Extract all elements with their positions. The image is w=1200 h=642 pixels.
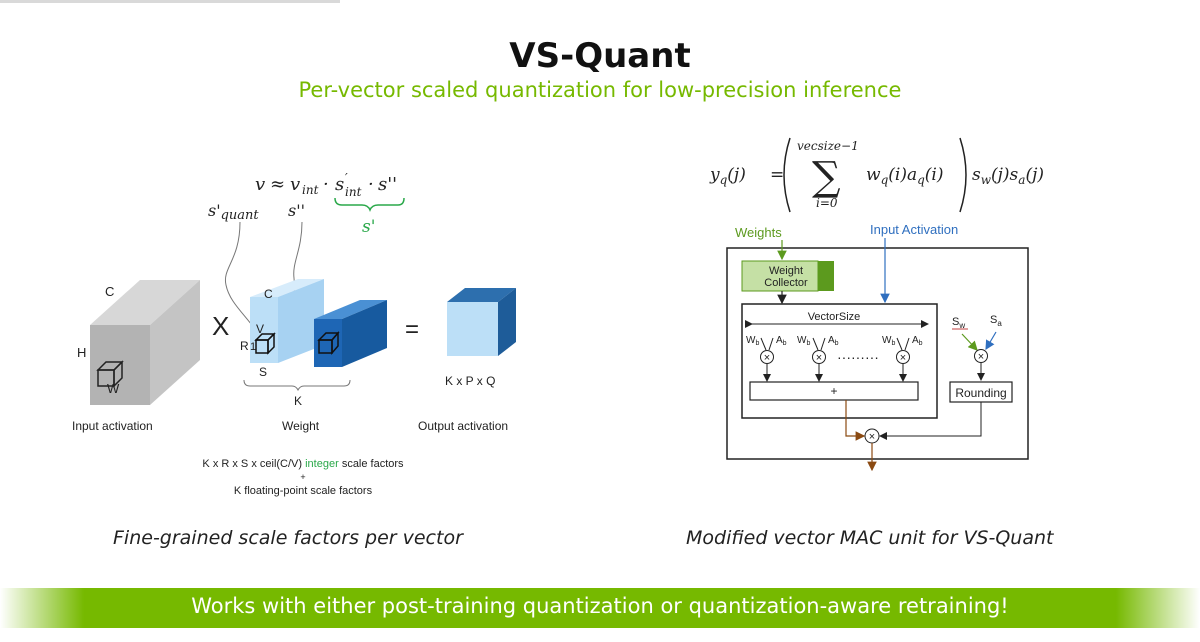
- svg-text:Ab: Ab: [828, 335, 839, 347]
- mac-lane-2: Wb Ab ×: [797, 335, 839, 382]
- formula-v: v: [255, 174, 265, 195]
- weight-c-label: C: [264, 287, 273, 301]
- sa-label: Sa: [990, 314, 1002, 328]
- top-edge-line: [0, 0, 340, 3]
- eq-lower: i=0: [816, 196, 838, 210]
- s-prime-label: s': [362, 217, 375, 237]
- input-activation-label: Input Activation: [870, 222, 958, 237]
- weight-tensor-light: [250, 279, 324, 363]
- mac-equation: yq(j) = vecsize−1 ∑ i=0 wq(i)aq(i) sw(j)…: [709, 137, 1044, 213]
- eq-upper: vecsize−1: [797, 139, 859, 153]
- svg-text:Wb: Wb: [882, 335, 895, 347]
- mac-unit-outer-box: [726, 247, 1029, 460]
- factors-plus: +: [300, 472, 305, 482]
- weight-r-label: R: [240, 339, 249, 353]
- sum-to-final-arrow: [845, 400, 866, 441]
- equals-symbol: =: [405, 316, 419, 343]
- formula-s1-sub: int: [345, 185, 362, 199]
- mac-lane-3: Wb Ab ×: [882, 335, 923, 382]
- squant-pointer: [224, 221, 263, 341]
- factors-line2: K floating-point scale factors: [234, 485, 373, 497]
- output-dims-label: K x P x Q: [445, 374, 495, 388]
- eq-lhs: yq(j): [709, 165, 746, 187]
- formula-dot2: ·: [368, 174, 374, 195]
- final-multiplier-symbol: ×: [869, 431, 875, 443]
- formula-vint-sub: int: [302, 183, 319, 197]
- vector-lanes-box: [741, 303, 938, 419]
- svg-text:Wb: Wb: [746, 335, 759, 347]
- k-brace: [243, 379, 351, 392]
- weight-k-label: K: [294, 394, 302, 408]
- sw-label: Sw: [952, 316, 965, 330]
- output-activation-caption: Output activation: [418, 419, 508, 433]
- svg-text:Wb: Wb: [797, 335, 810, 347]
- banner-text: Works with either post-training quantiza…: [191, 594, 1009, 618]
- slide-title: VS-Quant: [509, 36, 691, 76]
- factors-line1: K x R x S x ceil(C/V) integer scale fact…: [202, 458, 404, 470]
- svg-text:Ab: Ab: [912, 335, 923, 347]
- svg-text:×: ×: [816, 352, 822, 364]
- adder-plus: +: [830, 384, 837, 398]
- weight-v-label: V: [256, 322, 264, 336]
- formula-dot1: ·: [323, 174, 329, 195]
- eq-equals: =: [770, 165, 784, 185]
- weight-one-label: 1: [250, 341, 256, 353]
- vector-size-label: VectorSize: [808, 311, 861, 323]
- eq-sigma: ∑: [812, 154, 841, 200]
- bottom-banner: [0, 588, 1200, 628]
- weight-vector-cube: [254, 332, 276, 355]
- svg-text:′: ′: [345, 171, 348, 185]
- squant-label: s'quant: [208, 201, 259, 223]
- input-activation-caption: Input activation: [72, 419, 153, 433]
- eq-right-paren: [959, 137, 967, 213]
- weight-tensor-dark: [314, 300, 387, 367]
- rounding-to-final-arrow: [879, 402, 982, 440]
- mac-lane-1: Wb Ab ×: [746, 335, 787, 382]
- scale-formula: v ≈ v int · s ′ int · s'': [255, 171, 397, 199]
- s-prime-brace: [334, 197, 405, 213]
- input-w-label: W: [107, 381, 120, 396]
- output-activation-tensor: [447, 288, 516, 356]
- adder-box: [749, 381, 919, 401]
- eq-term: wq(i)aq(i): [866, 165, 943, 187]
- rounding-label: Rounding: [955, 386, 1006, 400]
- formula-s2: s'': [378, 174, 397, 195]
- weight-caption: Weight: [282, 419, 320, 433]
- input-activation-tensor: [90, 280, 200, 405]
- weight-s-label: S: [259, 365, 267, 379]
- lane-dots: ·········: [837, 349, 879, 365]
- eq-left-paren: [783, 137, 791, 213]
- input-h-label: H: [77, 345, 86, 360]
- slide-subtitle: Per-vector scaled quantization for low-p…: [298, 78, 902, 102]
- s2-label: s'': [288, 201, 305, 220]
- formula-s1: s: [335, 174, 344, 195]
- sw-arrow: [961, 333, 978, 351]
- sa-arrow: [985, 331, 997, 351]
- multiply-symbol: X: [212, 311, 229, 341]
- formula-vint: v: [290, 174, 300, 195]
- formula-approx: ≈: [270, 174, 285, 195]
- input-c-label: C: [105, 284, 114, 299]
- svg-text:×: ×: [764, 352, 770, 364]
- weights-label: Weights: [735, 225, 782, 240]
- left-caption: Fine-grained scale factors per vector: [113, 527, 463, 549]
- svg-text:Ab: Ab: [776, 335, 787, 347]
- svg-text:×: ×: [900, 352, 906, 364]
- scale-multiplier-symbol: ×: [978, 351, 984, 363]
- weight-collector: [741, 260, 834, 292]
- scale-multiplier: [974, 349, 988, 363]
- eq-post: sw(j)sa(j): [972, 165, 1044, 187]
- right-caption: Modified vector MAC unit for VS-Quant: [686, 527, 1054, 549]
